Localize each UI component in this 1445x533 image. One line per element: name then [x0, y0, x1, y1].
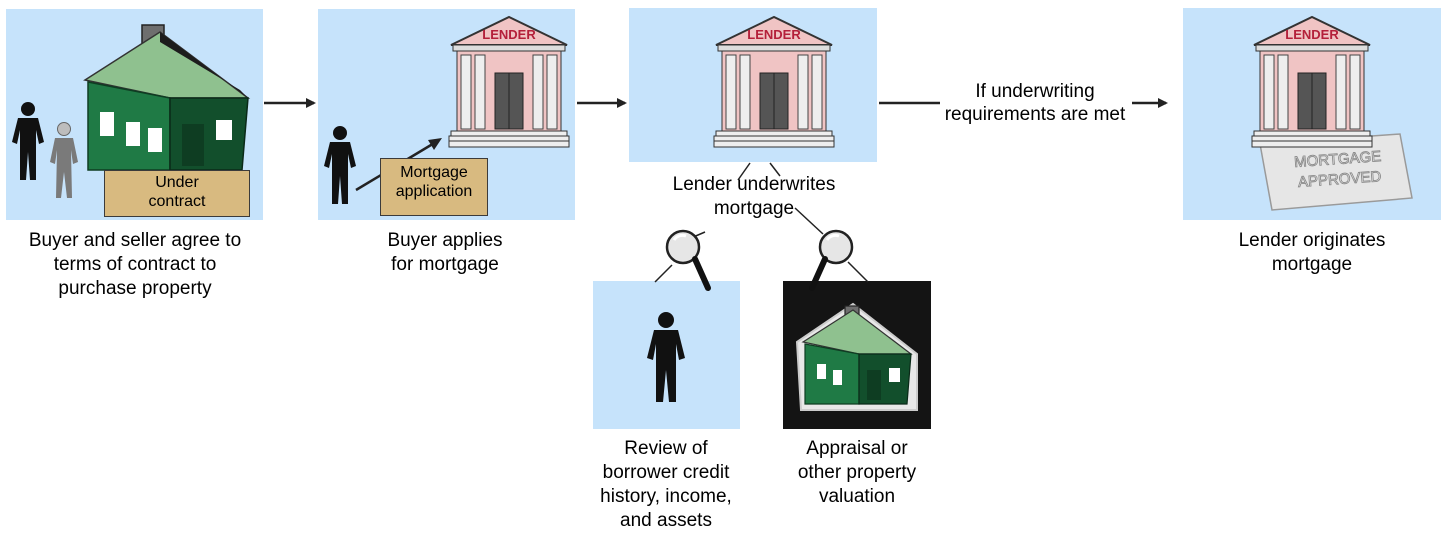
step-contract-caption: Buyer and seller agree to terms of contr… — [28, 230, 242, 299]
branch-line — [847, 261, 869, 283]
svg-text:LENDER: LENDER — [747, 27, 801, 42]
house-icon — [83, 24, 251, 171]
branch-line — [737, 162, 751, 181]
branch-line — [654, 264, 673, 283]
svg-text:MORTGAGE: MORTGAGE — [1294, 148, 1382, 171]
step-apply-caption: Buyer applies for mortgage — [387, 230, 503, 275]
person-silhouette-icon — [647, 312, 685, 402]
step-credit-review-caption: Review of borrower credit history, incom… — [600, 438, 732, 531]
person-silhouette-icon — [50, 122, 78, 198]
person-silhouette-icon — [324, 126, 356, 204]
svg-text:LENDER: LENDER — [482, 27, 536, 42]
magnifying-glass-icon — [665, 229, 711, 291]
step-underwrite-caption: Lender underwrites mortgage — [672, 174, 836, 219]
lender-building-icon: LENDER — [448, 15, 570, 148]
under-contract-tag: Under contract — [104, 170, 250, 217]
mortgage-application-tag: Mortgage application — [380, 158, 488, 216]
step-appraisal-caption: Appraisal or other property valuation — [797, 438, 917, 507]
step-originate-caption: Lender originates mortgage — [1238, 230, 1386, 275]
lender-building-icon: LENDER — [713, 15, 835, 148]
svg-text:APPROVED: APPROVED — [1298, 168, 1383, 191]
branch-line — [769, 162, 781, 177]
house-icon — [795, 302, 918, 411]
underwriting-condition-label: If underwriting requirements are met — [944, 81, 1126, 125]
svg-text:LENDER: LENDER — [1285, 27, 1339, 42]
person-silhouette-icon — [12, 102, 44, 180]
magnifying-glass-icon — [809, 229, 854, 291]
lender-building-icon: LENDER — [1251, 15, 1373, 148]
approved-document-icon: MORTGAGE APPROVED — [1259, 133, 1413, 211]
branch-line — [794, 207, 824, 235]
